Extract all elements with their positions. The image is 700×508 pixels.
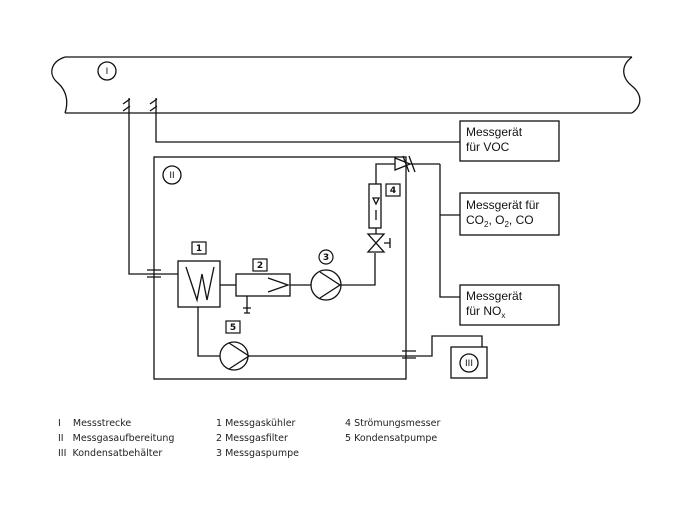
- flow-meter-float: [371, 197, 381, 206]
- sample-line-voc: [155, 98, 460, 143]
- gas-line1: Messgerät für: [466, 198, 540, 212]
- gas-co: , CO: [508, 213, 534, 227]
- legend-col3: 4 Strömungsmesser 5 Kondensatpumpe: [345, 416, 440, 446]
- gas-filter: [235, 273, 291, 297]
- nox-prefix: für NO: [466, 304, 502, 318]
- line-cooler-condensate: [197, 307, 220, 357]
- control-valve: [366, 233, 386, 253]
- cooler-coil: [185, 266, 215, 303]
- measurement-duct: [65, 56, 632, 114]
- nox-sub: x: [501, 311, 506, 320]
- voc-analyzer: [459, 120, 560, 162]
- gas-o2-sub: 2: [504, 220, 509, 229]
- nox-analyzer-label: Messgerät für NOx: [466, 289, 522, 323]
- nox-analyzer: [459, 284, 560, 326]
- sample-line-main: [128, 98, 178, 275]
- marker-iii: III: [465, 359, 473, 369]
- gas-line2: CO2, O2, CO: [466, 213, 539, 232]
- gas-co2-sub: 2: [484, 220, 489, 229]
- three-way-valve: [394, 157, 412, 171]
- conditioning-frame: [153, 156, 407, 380]
- frame-exit-ticks: [402, 155, 416, 173]
- probe-ticks: [122, 98, 158, 112]
- legend-item: 5 Kondensatpumpe: [345, 433, 438, 444]
- badge-5: 5: [230, 323, 236, 333]
- voc-analyzer-label: Messgerät für VOC: [466, 125, 522, 155]
- gas-analyzer: [459, 192, 560, 236]
- gas-pump: [310, 269, 342, 301]
- badge-2-box: [252, 258, 268, 272]
- legend-item: III Kondensatbehälter: [58, 448, 163, 459]
- flow-meter: [368, 183, 382, 229]
- legend-item: 4 Strömungsmesser: [345, 418, 441, 429]
- valve-stem: [384, 238, 391, 248]
- voc-line1: Messgerät: [466, 125, 523, 139]
- legend-item: II Messgasaufbereitung: [58, 433, 175, 444]
- nox-line2: für NOx: [466, 304, 522, 323]
- line-distribution: [439, 164, 460, 298]
- badge-2: 2: [257, 261, 263, 271]
- badge-3-circle: [318, 249, 334, 265]
- marker-i-circle: [97, 61, 117, 81]
- marker-ii-circle: [162, 165, 182, 185]
- badge-1: 1: [196, 244, 202, 254]
- legend-col1: I Messstrecke II Messgasaufbereitung III…: [58, 416, 174, 461]
- marker-iii-circle: [459, 353, 479, 373]
- duct-left-end: [51, 56, 68, 114]
- line-pump-flowmeter: [341, 253, 376, 286]
- legend-item: 2 Messgasfilter: [216, 433, 288, 444]
- badge-3: 3: [323, 253, 329, 263]
- duct-right-end: [623, 56, 641, 114]
- legend-item: 1 Messgaskühler: [216, 418, 296, 429]
- nox-line1: Messgerät: [466, 289, 523, 303]
- condensate-container: [450, 346, 488, 379]
- line-condensate-out: [248, 335, 483, 357]
- gas-analyzer-label: Messgerät für CO2, O2, CO: [466, 198, 539, 232]
- frame-entry-ticks: [147, 269, 161, 278]
- gas-co2: CO: [466, 213, 484, 227]
- legend-item: I Messstrecke: [58, 418, 132, 429]
- condensate-exit-ticks: [402, 350, 416, 359]
- marker-i: I: [106, 67, 109, 77]
- badge-5-box: [225, 320, 241, 334]
- legend-col2: 1 Messgaskühler 2 Messgasfilter 3 Messga…: [216, 416, 299, 461]
- voc-line2: für VOC: [466, 140, 510, 154]
- filter-element: [267, 277, 290, 293]
- badge-4-box: [385, 183, 401, 197]
- gas-cooler: [177, 260, 221, 308]
- condensate-pump-symbol: [228, 342, 251, 370]
- filter-drain: [243, 296, 251, 314]
- marker-ii: II: [169, 171, 174, 181]
- badge-1-box: [191, 241, 207, 255]
- legend-item: 3 Messgaspumpe: [216, 448, 299, 459]
- gas-pump-symbol: [319, 271, 342, 299]
- gas-o2: , O: [488, 213, 505, 227]
- line-meter-top: [375, 163, 395, 184]
- badge-4: 4: [390, 186, 396, 196]
